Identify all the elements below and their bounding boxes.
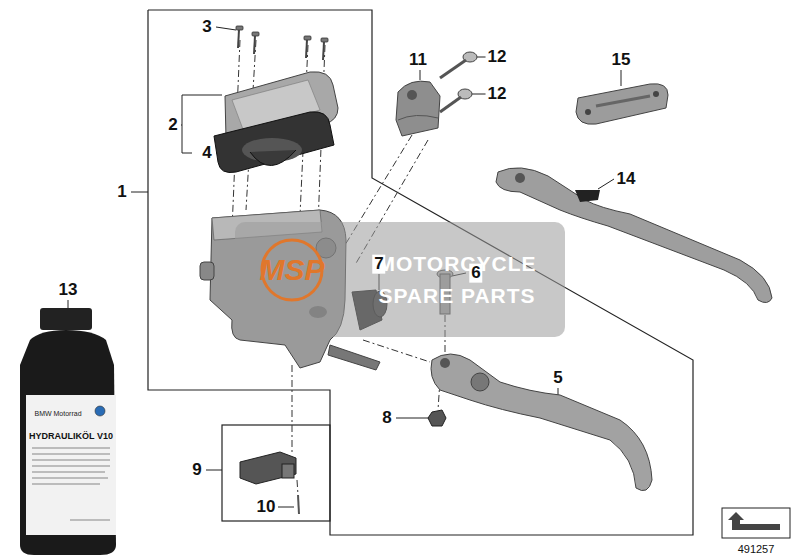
callout-number-holder: 14 xyxy=(615,170,638,189)
callout-number-holder: 10 xyxy=(255,498,278,517)
clamp-screws xyxy=(440,52,477,112)
bottle-label-holder: HYDRAULIKÖL V10 xyxy=(29,425,113,443)
bottle-label: HYDRAULIKÖL V10 xyxy=(29,432,113,441)
nut xyxy=(428,410,446,426)
callout-number-holder: 8 xyxy=(380,409,393,428)
watermark-text-holder: SPARE PARTS xyxy=(378,285,535,307)
callout-number: 1 xyxy=(115,183,128,202)
callout-number: 11 xyxy=(407,51,429,70)
brake-lever xyxy=(431,354,652,491)
watermark-logo-text: MSP xyxy=(259,255,324,285)
reference-number: 491257 xyxy=(738,544,775,555)
bottle-label-holder: BMW Motorrad xyxy=(34,402,81,420)
callout-number: 9 xyxy=(190,461,203,480)
handlebar-clamp xyxy=(396,81,440,136)
callout-number-holder: 5 xyxy=(551,369,564,388)
callout-number-holder: 12 xyxy=(486,48,509,67)
callout-number-holder: 12 xyxy=(486,85,509,104)
callout-number-holder: 3 xyxy=(200,18,213,37)
watermark-text: MOTORCYCLE xyxy=(378,253,537,274)
callout-number: 7 xyxy=(372,255,385,274)
callout-number-holder: 2 xyxy=(166,116,179,135)
watermark-text-holder: MOTORCYCLE xyxy=(378,253,537,275)
callout-number-holder: 7 xyxy=(372,255,385,274)
leader-lines xyxy=(68,27,621,507)
callout-number-holder: 11 xyxy=(407,51,429,70)
callout-number-holder: 9 xyxy=(190,461,203,480)
callout-number: 2 xyxy=(166,116,179,135)
callout-number-holder: 4 xyxy=(200,144,213,163)
oil-bottle xyxy=(20,308,116,555)
watermark-ground xyxy=(235,222,565,337)
cover-plate xyxy=(576,84,668,125)
callout-number: 12 xyxy=(486,85,509,104)
reference-number-holder: 491257 xyxy=(738,539,775,557)
group-frame xyxy=(222,425,330,521)
screws xyxy=(236,26,328,60)
callout-number-holder: 6 xyxy=(469,264,482,283)
callout-number: 13 xyxy=(57,281,80,300)
callout-number: 6 xyxy=(469,264,482,283)
screw xyxy=(298,495,299,514)
callout-number-holder: 15 xyxy=(610,51,633,70)
group-frame xyxy=(148,10,693,535)
brake-switch xyxy=(240,452,296,484)
bottle-label: BMW Motorrad xyxy=(34,410,81,417)
callout-number: 4 xyxy=(200,144,213,163)
callout-number-holder: 13 xyxy=(57,281,80,300)
callout-number: 3 xyxy=(200,18,213,37)
callout-number: 10 xyxy=(255,498,278,517)
callout-number: 12 xyxy=(486,48,509,67)
watermark-logo-text-holder: MSP xyxy=(259,255,324,285)
callout-number-holder: 1 xyxy=(115,183,128,202)
callout-number: 5 xyxy=(551,369,564,388)
watermark-text: SPARE PARTS xyxy=(378,285,535,306)
callout-number: 15 xyxy=(610,51,633,70)
callout-number: 14 xyxy=(615,170,638,189)
callout-number: 8 xyxy=(380,409,393,428)
gasket xyxy=(214,112,334,173)
reference-icon xyxy=(722,508,790,538)
